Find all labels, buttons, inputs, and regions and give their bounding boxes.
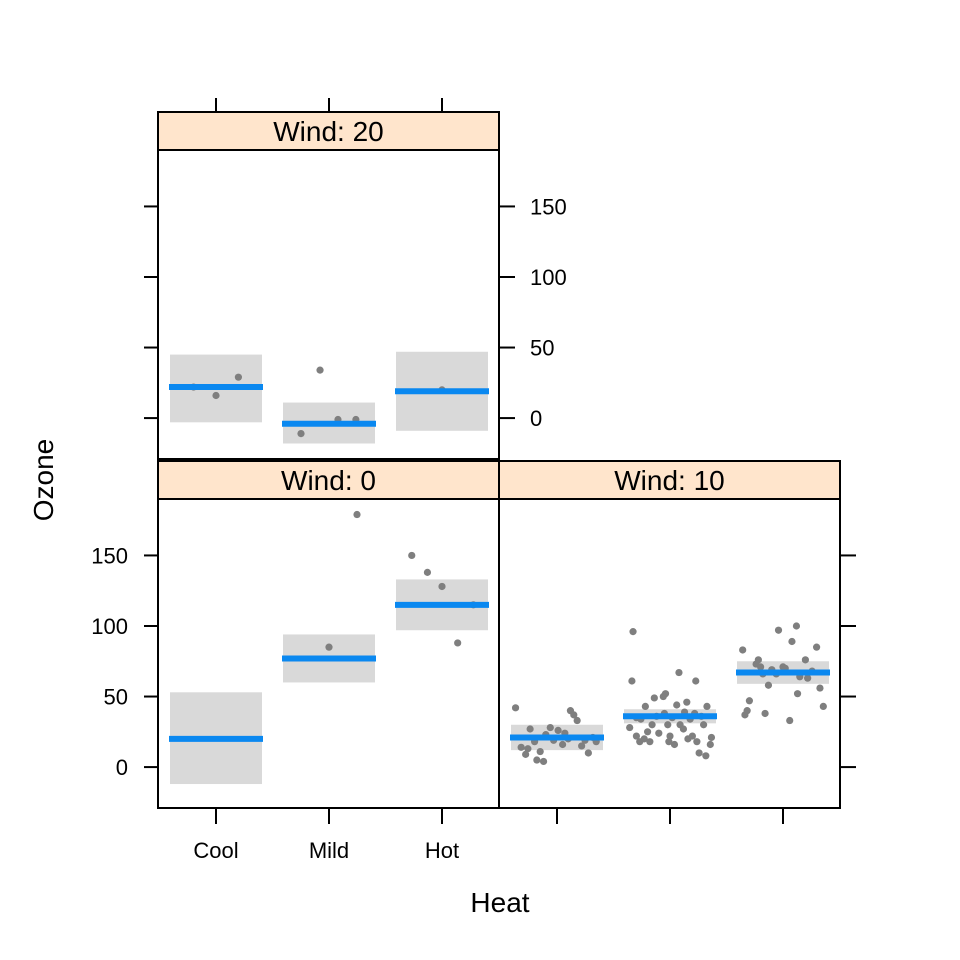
data-point [573, 716, 581, 725]
data-point [801, 656, 810, 664]
panel-frame [157, 149, 500, 460]
data-point [761, 709, 769, 718]
data-point [584, 749, 592, 757]
data-point [675, 668, 683, 677]
data-point [511, 704, 520, 712]
data-point [648, 721, 656, 729]
data-point [408, 551, 416, 560]
data-point [819, 702, 827, 711]
data-point [353, 510, 361, 519]
data-point [707, 733, 716, 742]
data-point [703, 702, 711, 711]
strip [157, 460, 500, 500]
data-point [297, 430, 305, 438]
data-point [764, 681, 773, 689]
data-point [438, 582, 446, 591]
panel-2: Wind: 20 0 50 100 150 [144, 98, 567, 460]
data-point [629, 628, 637, 636]
data-point [706, 740, 714, 749]
strip-label: Wind: 10 [614, 465, 725, 496]
data-point [741, 711, 749, 719]
data-point [693, 738, 701, 746]
data-point [793, 690, 802, 698]
x-tick-label: Hot [425, 838, 459, 863]
data-point [650, 694, 658, 702]
data-point [454, 639, 462, 647]
data-point [664, 721, 672, 729]
data-point [774, 626, 783, 634]
data-point [522, 750, 530, 758]
data-point [632, 732, 641, 740]
data-point [655, 729, 663, 737]
data-point [754, 656, 762, 664]
data-point [559, 740, 567, 749]
data-point [517, 743, 525, 751]
x-tick-label: Mild [309, 838, 349, 863]
data-point [700, 721, 708, 729]
data-point [325, 643, 333, 651]
data-point [786, 716, 794, 725]
panel-0: Wind: 0 Cool Mild Hot 0 50 100 150 [91, 460, 500, 863]
data-point [670, 740, 679, 749]
data-point [816, 684, 824, 692]
panel-1: Wind: 10 [498, 460, 856, 824]
data-point [234, 373, 242, 381]
data-point [804, 674, 812, 682]
data-point [526, 725, 534, 733]
data-point [688, 732, 697, 740]
y-tick-label: 150 [91, 543, 128, 568]
data-point [423, 568, 432, 576]
data-point [695, 749, 703, 757]
y-tick-label: 50 [530, 336, 554, 361]
data-point [702, 752, 710, 760]
data-point [683, 698, 691, 706]
data-point [539, 757, 548, 766]
data-point [692, 677, 700, 685]
data-point [554, 726, 562, 734]
strip [157, 111, 500, 151]
y-tick-label: 0 [116, 755, 128, 780]
data-point [628, 677, 636, 685]
data-point [316, 366, 324, 374]
y-tick-label: 150 [530, 194, 567, 219]
data-point [646, 738, 654, 746]
data-point [640, 735, 648, 743]
data-point [673, 701, 681, 709]
y-tick-label: 100 [530, 265, 567, 290]
data-point [666, 732, 674, 740]
data-point [644, 728, 652, 736]
strip-label: Wind: 20 [273, 116, 384, 147]
y-tick-label: 100 [91, 614, 128, 639]
data-point [757, 663, 765, 671]
data-point [792, 622, 801, 630]
data-point [212, 391, 220, 400]
data-point [661, 690, 670, 698]
x-tick-label: Cool [193, 838, 238, 863]
data-point [546, 723, 554, 732]
y-axis-label: Ozone [28, 439, 59, 522]
data-point [536, 747, 544, 756]
data-point [626, 723, 634, 732]
data-point [570, 711, 578, 719]
data-point [641, 702, 649, 711]
y-tick-label: 50 [104, 685, 128, 710]
data-point [813, 643, 821, 651]
data-point [679, 725, 688, 733]
data-point [745, 697, 754, 705]
data-point [788, 637, 796, 646]
data-point [665, 738, 673, 746]
panel-frame [498, 498, 841, 809]
data-point [578, 742, 586, 750]
y-tick-label: 0 [530, 406, 542, 431]
data-point [739, 646, 747, 654]
strip-label: Wind: 0 [281, 465, 376, 496]
data-point [524, 745, 532, 753]
data-point [533, 756, 541, 764]
x-axis-label: Heat [470, 887, 529, 918]
